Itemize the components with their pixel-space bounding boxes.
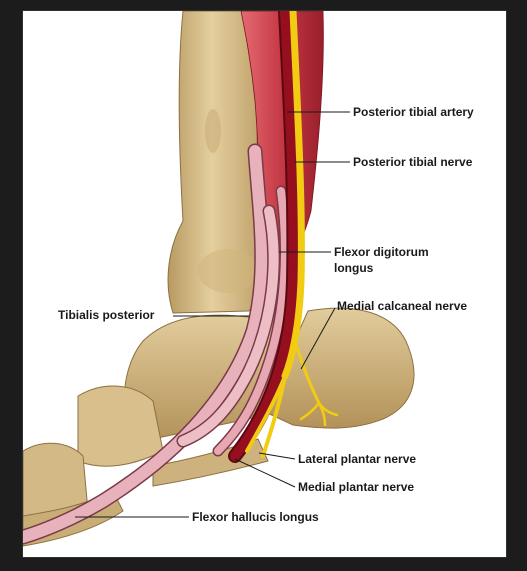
ankle-anatomy-illustration (23, 11, 415, 547)
label-medial-calcaneal-nerve: Medial calcaneal nerve (337, 299, 468, 313)
label-flexor-digitorum-longus-1: Flexor digitorum (334, 245, 429, 259)
calcaneus-bone (262, 307, 415, 429)
leader-lines (75, 111, 350, 518)
label-lateral-plantar-nerve: Lateral plantar nerve (298, 452, 417, 466)
label-posterior-tibial-artery: Posterior tibial artery (353, 105, 474, 119)
posterior-tibial-nerve (245, 11, 339, 458)
illustration-panel: Posterior tibial artery Posterior tibial… (22, 10, 507, 558)
label-tibialis-posterior: Tibialis posterior (58, 308, 155, 322)
label-flexor-digitorum-longus-2: longus (334, 261, 374, 275)
flexor-digitorum-longus-tendon (214, 187, 289, 455)
tibialis-posterior-tendon (178, 206, 279, 446)
label-flexor-hallucis-longus: Flexor hallucis longus (192, 510, 319, 524)
label-medial-plantar-nerve: Medial plantar nerve (298, 480, 415, 494)
label-posterior-tibial-nerve: Posterior tibial nerve (353, 155, 473, 169)
